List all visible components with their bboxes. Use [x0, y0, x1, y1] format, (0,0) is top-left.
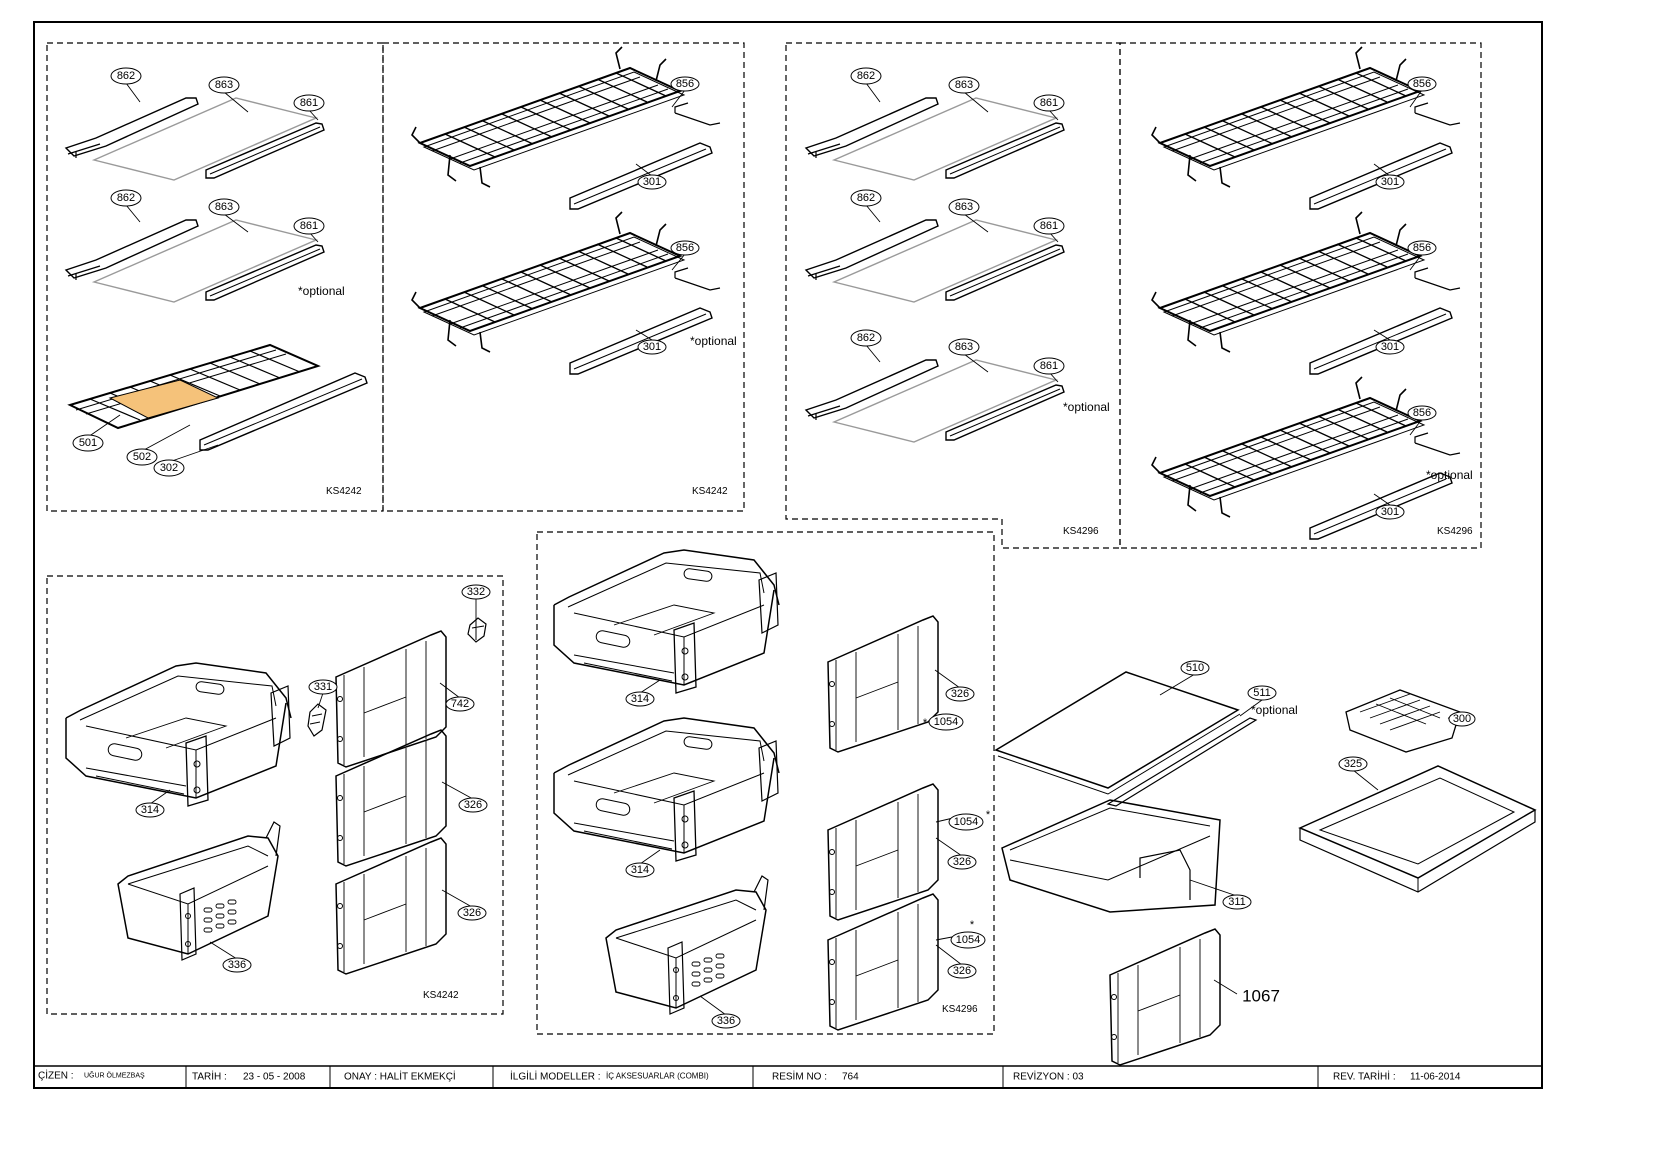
svg-text:856: 856: [676, 78, 694, 90]
title-block: ÇİZEN : UĞUR ÖLMEZBAŞ TARİH : 23 - 05 - …: [34, 1065, 1542, 1088]
svg-text:863: 863: [215, 201, 233, 213]
svg-text:856: 856: [1413, 407, 1431, 419]
crisper-box-311: [1001, 799, 1221, 913]
svg-text:331: 331: [314, 681, 332, 693]
svg-text:863: 863: [215, 79, 233, 91]
svg-text:*: *: [970, 919, 975, 931]
model-code: KS4242: [692, 486, 728, 497]
model-code: KS4242: [423, 990, 459, 1001]
rev-date-value: 11-06-2014: [1410, 1072, 1461, 1083]
svg-text:301: 301: [1381, 176, 1399, 188]
leader-lines: [87, 82, 1463, 1016]
model-code: KS4296: [1437, 526, 1473, 537]
svg-text:862: 862: [117, 192, 135, 204]
highlighted-plate: [108, 379, 220, 419]
tray-325: [1298, 765, 1537, 893]
svg-text:332: 332: [467, 586, 485, 598]
optional-note: *optional: [690, 334, 737, 348]
svg-text:300: 300: [1453, 713, 1471, 725]
revision: REVİZYON : 03: [1013, 1070, 1084, 1083]
svg-text:314: 314: [141, 804, 159, 816]
svg-text:*: *: [986, 809, 991, 821]
optional-note: *optional: [1426, 468, 1473, 482]
svg-text:336: 336: [717, 1015, 735, 1027]
svg-text:863: 863: [955, 79, 973, 91]
svg-text:863: 863: [955, 341, 973, 353]
optional-note: *optional: [298, 284, 345, 298]
svg-text:326: 326: [953, 856, 971, 868]
svg-text:326: 326: [953, 965, 971, 977]
svg-text:862: 862: [857, 192, 875, 204]
glass-cover-510: [994, 671, 1241, 795]
svg-text:862: 862: [857, 70, 875, 82]
svg-text:863: 863: [955, 201, 973, 213]
svg-text:326: 326: [464, 799, 482, 811]
panel-ks4296-drawers: [536, 531, 995, 1035]
svg-text:856: 856: [676, 242, 694, 254]
panel-ks4296-wire: [1119, 42, 1482, 549]
optional-note: *optional: [1251, 703, 1298, 717]
svg-text:326: 326: [463, 907, 481, 919]
hinge-part-331: [307, 703, 327, 737]
svg-text:1054: 1054: [934, 716, 958, 728]
svg-text:861: 861: [300, 97, 318, 109]
svg-text:502: 502: [133, 451, 151, 463]
svg-text:*: *: [923, 717, 928, 729]
svg-text:301: 301: [643, 176, 661, 188]
svg-text:336: 336: [228, 959, 246, 971]
svg-text:325: 325: [1344, 758, 1362, 770]
svg-text:861: 861: [1040, 220, 1058, 232]
svg-text:856: 856: [1413, 242, 1431, 254]
panel-ks4242-wire: [382, 42, 745, 512]
optional-note: *optional: [1063, 400, 1110, 414]
drawn-by-value: UĞUR ÖLMEZBAŞ: [84, 1071, 145, 1080]
svg-text:1054: 1054: [954, 816, 978, 828]
approval: ONAY : HALİT EKMEKÇİ: [344, 1070, 456, 1083]
date-label: TARİH :: [192, 1070, 227, 1083]
svg-text:302: 302: [160, 462, 178, 474]
model-code: KS4296: [942, 1004, 978, 1015]
svg-text:326: 326: [951, 688, 969, 700]
svg-text:862: 862: [117, 70, 135, 82]
svg-text:1054: 1054: [956, 934, 980, 946]
svg-text:861: 861: [300, 220, 318, 232]
svg-text:862: 862: [857, 332, 875, 344]
svg-text:511: 511: [1253, 687, 1271, 699]
panel-ks4242-drawers: [46, 575, 504, 1015]
svg-text:301: 301: [1381, 341, 1399, 353]
part-numbers: 862 863 861 862 863 861 501 502 302 856 …: [79, 70, 1471, 1027]
drawing-no-value: 764: [842, 1072, 859, 1083]
models-value: İÇ AKSESUARLAR (COMBI): [606, 1072, 709, 1081]
svg-text:1067: 1067: [1242, 987, 1280, 1006]
svg-text:314: 314: [631, 693, 649, 705]
svg-text:742: 742: [451, 698, 469, 710]
model-code: KS4296: [1063, 526, 1099, 537]
clip-part-332: [467, 617, 487, 643]
svg-text:314: 314: [631, 864, 649, 876]
rev-date-label: REV. TARİHİ :: [1333, 1070, 1396, 1083]
panel-ks4296-glass: [785, 42, 1121, 549]
svg-text:301: 301: [1381, 506, 1399, 518]
svg-text:861: 861: [1040, 97, 1058, 109]
svg-text:856: 856: [1413, 78, 1431, 90]
drawing-no-label: RESİM NO :: [772, 1070, 827, 1083]
ice-tray-300: [1345, 689, 1461, 753]
drawn-by-label: ÇİZEN :: [38, 1069, 74, 1082]
wire-shelf-501: [67, 343, 368, 451]
models-label: İLGİLİ MODELLER :: [510, 1070, 601, 1083]
trim-511: [1106, 717, 1258, 807]
svg-text:311: 311: [1228, 896, 1246, 908]
part-bubbles: [72, 67, 1476, 1029]
svg-text:501: 501: [79, 437, 97, 449]
model-code: KS4242: [326, 486, 362, 497]
date-value: 23 - 05 - 2008: [243, 1072, 306, 1083]
svg-text:510: 510: [1186, 662, 1204, 674]
svg-text:861: 861: [1040, 360, 1058, 372]
svg-text:301: 301: [643, 341, 661, 353]
